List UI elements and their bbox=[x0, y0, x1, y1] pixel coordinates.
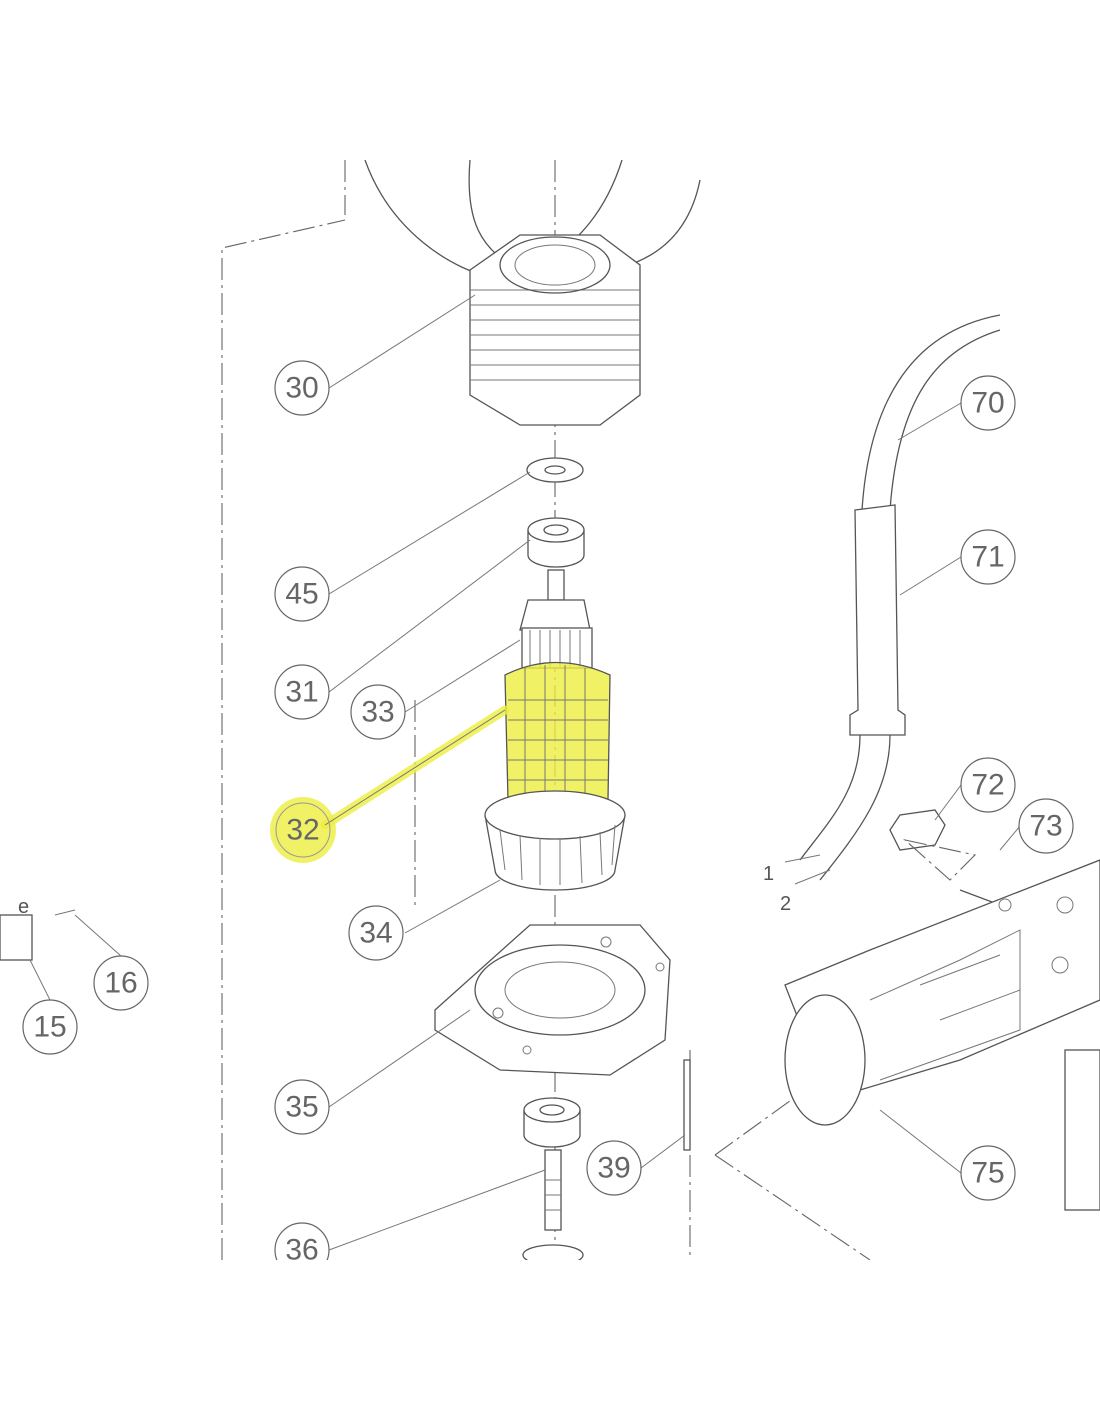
callout-15[interactable]: 15 bbox=[22, 999, 78, 1055]
svg-text:70: 70 bbox=[971, 387, 1004, 420]
svg-text:45: 45 bbox=[285, 578, 318, 611]
callout-30[interactable]: 30 bbox=[274, 360, 330, 416]
spindle bbox=[522, 1149, 584, 1260]
bearing-top bbox=[527, 517, 585, 568]
switch-handle-assembly bbox=[784, 859, 1100, 1211]
carbon-brush: e bbox=[0, 896, 76, 961]
callout-31[interactable]: 31 bbox=[274, 664, 330, 720]
fan bbox=[484, 790, 626, 891]
callout-75[interactable]: 75 bbox=[960, 1145, 1016, 1201]
leader-lines bbox=[29, 294, 1021, 1251]
callout-71[interactable]: 71 bbox=[960, 529, 1016, 585]
wire-label-2: 2 bbox=[780, 893, 791, 915]
svg-text:30: 30 bbox=[285, 372, 318, 405]
armature bbox=[519, 569, 593, 669]
callout-45[interactable]: 45 bbox=[274, 566, 330, 622]
rod bbox=[683, 1059, 691, 1151]
svg-text:73: 73 bbox=[1029, 810, 1062, 843]
clamp-outline bbox=[903, 839, 977, 881]
svg-text:71: 71 bbox=[971, 541, 1004, 574]
callout-35[interactable]: 35 bbox=[274, 1079, 330, 1135]
callout-39[interactable]: 39 bbox=[586, 1140, 642, 1196]
svg-text:72: 72 bbox=[971, 769, 1004, 802]
callout-72[interactable]: 72 bbox=[960, 757, 1016, 813]
callout-70[interactable]: 70 bbox=[960, 375, 1016, 431]
cord-clamp bbox=[889, 809, 946, 851]
highlight-callout-32 bbox=[270, 797, 336, 863]
callout-33[interactable]: 33 bbox=[350, 684, 406, 740]
power-cord bbox=[784, 314, 1001, 885]
wire-label-1: 1 bbox=[763, 863, 774, 885]
svg-text:15: 15 bbox=[33, 1011, 66, 1044]
gear-housing-plate bbox=[434, 924, 671, 1076]
svg-text:39: 39 bbox=[597, 1152, 630, 1185]
assembly-outline bbox=[221, 160, 346, 1260]
svg-text:32: 32 bbox=[286, 814, 319, 847]
callout-34[interactable]: 34 bbox=[348, 905, 404, 961]
svg-text:36: 36 bbox=[285, 1234, 318, 1267]
svg-text:e: e bbox=[18, 896, 29, 918]
svg-text:35: 35 bbox=[285, 1091, 318, 1124]
washer bbox=[526, 457, 584, 483]
callout-73[interactable]: 73 bbox=[1018, 798, 1074, 854]
svg-text:75: 75 bbox=[971, 1157, 1004, 1190]
callout-36[interactable]: 36 bbox=[274, 1222, 330, 1277]
svg-text:33: 33 bbox=[361, 696, 394, 729]
callout-32[interactable]: 32 bbox=[275, 802, 331, 858]
callout-16[interactable]: 16 bbox=[93, 955, 149, 1011]
svg-text:16: 16 bbox=[104, 967, 137, 1000]
svg-text:31: 31 bbox=[285, 676, 318, 709]
svg-text:34: 34 bbox=[359, 917, 392, 950]
bearing-bottom bbox=[523, 1097, 581, 1148]
stator-field-coil bbox=[469, 234, 641, 426]
